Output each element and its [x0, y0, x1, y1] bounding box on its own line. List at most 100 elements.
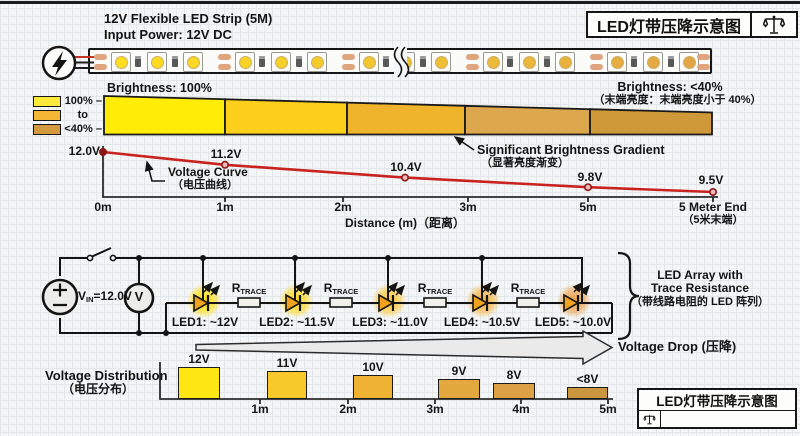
- gradient-segment: [589, 108, 713, 136]
- array-label-1: LED Array with: [657, 268, 743, 282]
- strip-led: [271, 52, 291, 72]
- source-label: VIN=12.0V: [78, 289, 132, 304]
- bar-label-sub8v: <8V: [576, 372, 599, 386]
- curve-point-label-1: 11.2V: [210, 147, 242, 161]
- voltmeter-label: V: [134, 289, 144, 304]
- strip-led: [555, 52, 575, 72]
- strip-solder-pad: [218, 64, 231, 70]
- legend-label-40: <40% –: [64, 123, 102, 135]
- bar-tick-3m: 3m: [426, 402, 444, 416]
- strip-led: [183, 52, 203, 72]
- strip-led-chip: [487, 56, 500, 69]
- curve-name: Voltage Curve: [168, 165, 248, 179]
- array-label-3: （带线路电阻的 LED 阵列）: [630, 296, 770, 308]
- bar-12v: [178, 367, 220, 399]
- gradient-annotation-cn: （显著亮度渐变）: [481, 157, 569, 169]
- strip-led-chip: [363, 56, 376, 69]
- strip-led-chip: [611, 56, 624, 69]
- bar-tick-1m: 1m: [251, 402, 269, 416]
- bar-sub8v: [567, 387, 608, 399]
- x-axis-label: Distance (m)（距离）: [344, 216, 466, 230]
- brightness-left-label: Brightness: 100%: [107, 81, 212, 95]
- strip-led-chip: [683, 56, 696, 69]
- voltage-drop-arrow: [195, 329, 614, 366]
- bar-tick-5m: 5m: [599, 402, 617, 416]
- switch-icon: [86, 254, 117, 262]
- curve-point-label-2: 10.4V: [390, 160, 422, 174]
- bar-10v: [353, 375, 393, 399]
- strip-led: [147, 52, 167, 72]
- x-tick-end-cn: （5米末端）: [682, 214, 744, 226]
- strip-solder-pad: [342, 64, 355, 70]
- rtrace-label-4: RTRACE: [510, 281, 546, 296]
- strip-solder-pad: [94, 64, 107, 70]
- array-label-2: Trace Resistance: [650, 281, 750, 295]
- x-tick-1m: 1m: [216, 200, 234, 214]
- curve-point: [400, 173, 409, 182]
- strip-resistor: [544, 56, 550, 67]
- distribution-label: Voltage Distribution: [45, 368, 168, 383]
- strip-led-chip: [151, 56, 164, 69]
- strip-led: [607, 52, 627, 72]
- strip-resistor: [668, 56, 674, 67]
- strip-solder-pad: [94, 54, 107, 60]
- bar-label-12v: 12V: [188, 352, 210, 366]
- strip-led: [519, 52, 539, 72]
- curve-point-label-3: 9.8V: [577, 170, 603, 184]
- legend-swatch-40: [33, 124, 61, 135]
- bar-tick-4m: 4m: [512, 402, 530, 416]
- strip-resistor: [631, 56, 637, 67]
- led5-label: LED5: ~10.0V: [534, 315, 612, 329]
- legend-label-100: 100% –: [64, 95, 102, 107]
- scales-icon: [750, 13, 796, 36]
- strip-led: [395, 52, 415, 72]
- strip-led: [307, 52, 327, 72]
- strip-led: [235, 52, 255, 72]
- led-strip: [88, 48, 712, 74]
- x-tick-0m: 0m: [94, 200, 112, 214]
- voltage-drop-label: Voltage Drop (压降): [618, 339, 737, 354]
- strip-led-chip: [435, 56, 448, 69]
- footer-scales-icon: [639, 411, 661, 427]
- bar-label-9v: 9V: [451, 364, 467, 378]
- strip-led: [431, 52, 451, 72]
- bar-tick-2m: 2m: [339, 402, 357, 416]
- bar-label-10v: 10V: [362, 360, 384, 374]
- gradient-segment: [224, 98, 348, 136]
- strip-resistor: [259, 56, 265, 67]
- strip-resistor: [296, 56, 302, 67]
- strip-resistor: [172, 56, 178, 67]
- curve-point: [708, 188, 717, 197]
- strip-solder-pad: [218, 54, 231, 60]
- curve-point-label-4: 9.5V: [698, 173, 724, 187]
- rtrace-label-1: RTRACE: [231, 281, 267, 296]
- curve-point: [99, 148, 108, 157]
- gradient-segment: [464, 104, 591, 136]
- brightness-right-sublabel: （末端亮度：末端亮度小于 40%）: [593, 94, 762, 106]
- bar-11v: [267, 371, 307, 399]
- strip-led-chip: [275, 56, 288, 69]
- strip-led-chip: [523, 56, 536, 69]
- legend-swatch-100: [33, 96, 61, 107]
- strip-resistor: [383, 56, 389, 67]
- strip-solder-pad: [697, 64, 710, 70]
- bar-8v: [493, 383, 535, 399]
- strip-led-chip: [187, 56, 200, 69]
- curve-name-cn: （电压曲线）: [172, 179, 238, 191]
- strip-solder-pad: [342, 54, 355, 60]
- strip-solder-pad: [466, 54, 479, 60]
- led2-label: LED2: ~11.5V: [259, 315, 335, 329]
- gradient-segment: [103, 95, 226, 136]
- bar-9v: [438, 379, 480, 399]
- x-tick-end: 5 Meter End: [678, 200, 747, 214]
- strip-solder-pad: [590, 54, 603, 60]
- curve-point-label-0: 12.0V: [68, 144, 100, 158]
- strip-led-chip: [559, 56, 572, 69]
- strip-led: [483, 52, 503, 72]
- strip-led: [679, 52, 699, 72]
- page-title: LED灯带压降示意图: [596, 18, 741, 36]
- strip-led-chip: [115, 56, 128, 69]
- strip-led: [359, 52, 379, 72]
- footer-empty-cell: [661, 411, 795, 427]
- x-tick-2m: 2m: [334, 200, 352, 214]
